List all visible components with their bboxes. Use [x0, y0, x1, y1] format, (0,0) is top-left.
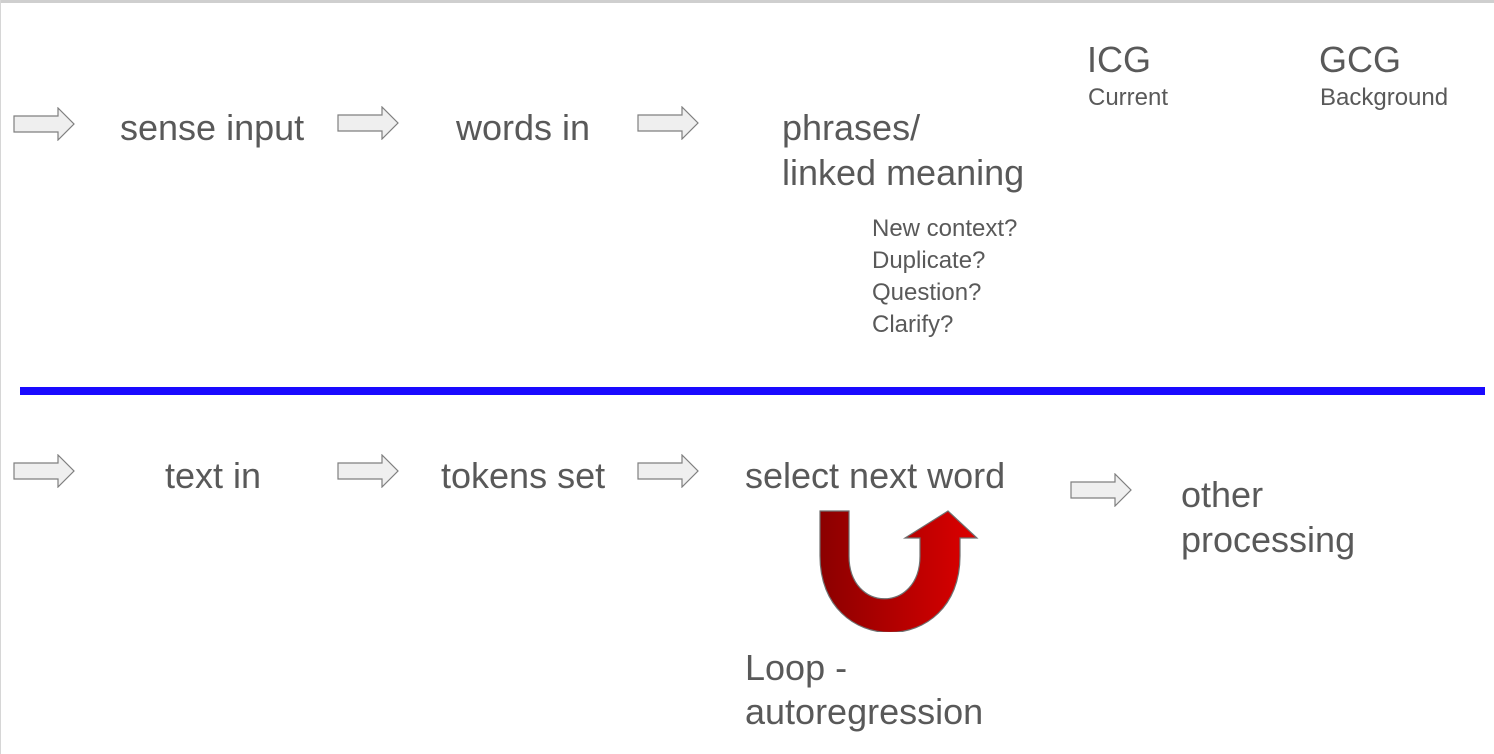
section-divider [20, 387, 1485, 395]
right-arrow-icon [13, 454, 75, 488]
right-arrow-icon [337, 106, 399, 140]
gcg-title: GCG [1319, 39, 1402, 80]
icg-title: ICG [1087, 39, 1152, 80]
top-border [0, 0, 1494, 3]
words-in-label: words in [456, 107, 591, 148]
phrases-label-line1: phrases/ [782, 107, 921, 148]
select-next-word-label: select next word [745, 455, 1006, 496]
gcg-subtitle: Background [1320, 84, 1449, 111]
icg-subtitle: Current [1088, 84, 1169, 111]
u-turn-arrow-icon [815, 508, 985, 633]
loop-label-line2: autoregression [745, 691, 984, 732]
question-list: New context? Duplicate? Question? Clarif… [872, 213, 1017, 341]
tokens-set-label: tokens set [441, 455, 606, 496]
question-question: Question? [872, 279, 982, 306]
loop-label-line1: Loop - [745, 647, 848, 688]
right-arrow-icon [637, 454, 699, 488]
other-processing-line2: processing [1181, 519, 1356, 560]
sense-input-label: sense input [120, 107, 305, 148]
right-arrow-icon [337, 454, 399, 488]
question-duplicate: Duplicate? [872, 247, 986, 274]
question-new-context: New context? [872, 215, 1018, 242]
question-clarify: Clarify? [872, 311, 954, 338]
right-arrow-icon [1070, 473, 1132, 507]
other-processing-line1: other [1181, 474, 1264, 515]
phrases-label-line2: linked meaning [782, 152, 1025, 193]
right-arrow-icon [637, 106, 699, 140]
left-border [0, 0, 1, 754]
text-in-label: text in [165, 455, 262, 496]
right-arrow-icon [13, 107, 75, 141]
